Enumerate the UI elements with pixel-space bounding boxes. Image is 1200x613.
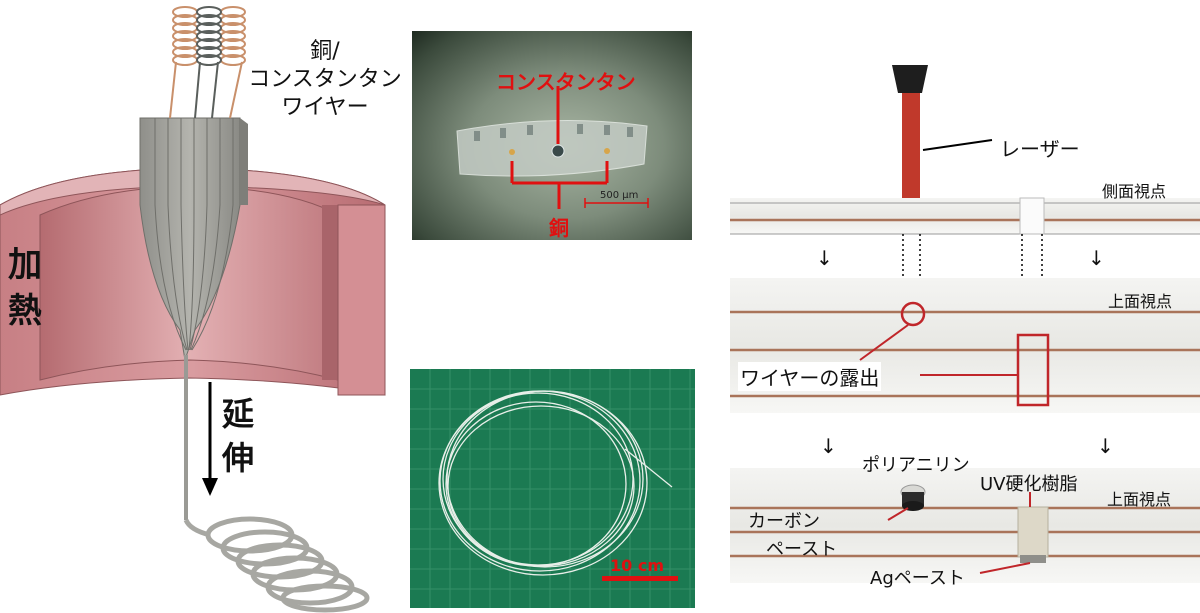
laser [892,65,993,218]
ag-paste-label: Agペースト [870,568,965,589]
carbon-paste-line-2: ペースト [766,539,838,560]
copper-label: 銅 [549,216,569,240]
scale-bar-10cm [602,576,678,581]
drawing-label: 延 伸 [222,392,254,480]
cutting-mat-grid [410,369,695,608]
micro-scale-text: 500 μm [600,190,639,201]
carbon-paste-line-1: カーボン [748,511,820,532]
drawing-char-2: 伸 [222,439,255,477]
cross-section-micrograph [412,31,692,240]
arrow-2-left: ↓ [820,434,837,458]
laser-spot-highlight [900,301,926,327]
wire-label-line-2: コンスタンタン [248,67,402,92]
arrow-2-right: ↓ [1097,434,1114,458]
fiber-coil [438,390,673,576]
carbon-paste-label: カーボン ペースト [748,508,837,564]
wire-label-line-1: 銅/ [310,39,340,64]
wire-label-line-3: ワイヤー [281,95,369,120]
coil-scale-text: 10 cm [610,556,664,575]
arrow-1-left: ↓ [816,246,833,270]
polyaniline-label: ポリアニリン [862,455,970,476]
drawn-fiber [183,355,370,613]
wire-spools [169,6,246,119]
exposure-highlight [1016,333,1050,407]
heating-char-1: 加 [8,245,42,285]
drawing-char-1: 延 [222,395,255,433]
wire-exposure-label: ワイヤーの露出 [738,362,882,391]
uv-resin-label: UV硬化樹脂 [980,474,1078,495]
furnace [0,167,386,396]
scale-bar-500um [584,198,649,208]
laser-label: レーザー [1000,137,1080,161]
top-view-fiber-2 [730,468,1200,583]
wire-label: 銅/ コンスタンタン ワイヤー [245,38,405,122]
copper-bracket [510,86,609,209]
arrow-1-right: ↓ [1088,246,1105,270]
top-view-label-1: 上面視点 [1108,292,1173,311]
side-view-label: 側面視点 [1102,182,1167,201]
constantan-label: コンスタンタン [496,70,636,94]
side-view-fiber [730,197,1200,235]
draw-arrow [202,382,218,496]
coil-photo-graphic [410,369,695,608]
heating-char-2: 熱 [8,291,42,331]
preform [139,117,248,361]
fiber-coil-photo [410,369,695,608]
micrograph-graphic [456,86,649,209]
top-view-label-2: 上面視点 [1107,490,1172,509]
fiber-drawing-illustration [0,6,386,613]
heating-label: 加 熱 [8,242,42,334]
